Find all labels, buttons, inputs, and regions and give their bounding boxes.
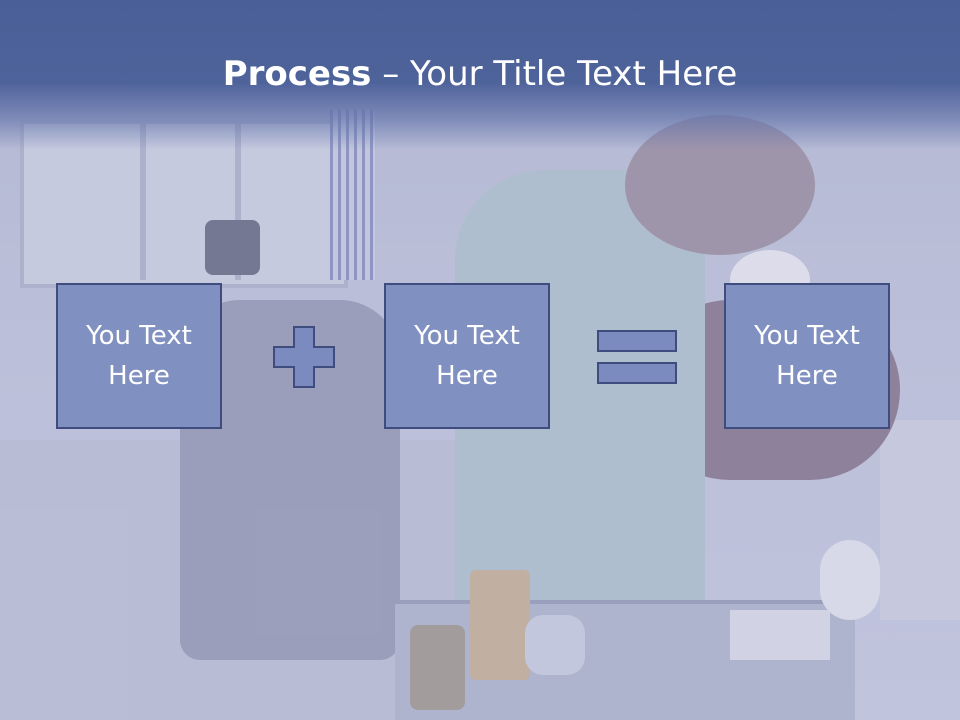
supply-bag [470,570,530,680]
plus-icon [273,326,335,388]
title-bold: Process [222,54,372,94]
process-box-label: You Text Here [86,321,192,391]
equals-icon [597,330,677,384]
slide-title: Process – Your Title Text Here [0,52,960,96]
jar [410,625,465,710]
window-frame-bar [140,120,146,280]
window-frame-bar [235,120,241,280]
process-box-2[interactable]: You Text Here [384,283,550,429]
process-box-label: You Text Here [754,321,860,391]
wall-cabinet [880,420,960,620]
process-box-3[interactable]: You Text Here [724,283,890,429]
dental-chair-headrest [205,220,260,275]
process-box-label: You Text Here [414,321,520,391]
dental-dryer [820,540,880,620]
title-band [0,0,960,150]
dental-device [730,610,830,660]
glass-cup [525,615,585,675]
process-box-1[interactable]: You Text Here [56,283,222,429]
title-rest: – Your Title Text Here [371,54,738,94]
